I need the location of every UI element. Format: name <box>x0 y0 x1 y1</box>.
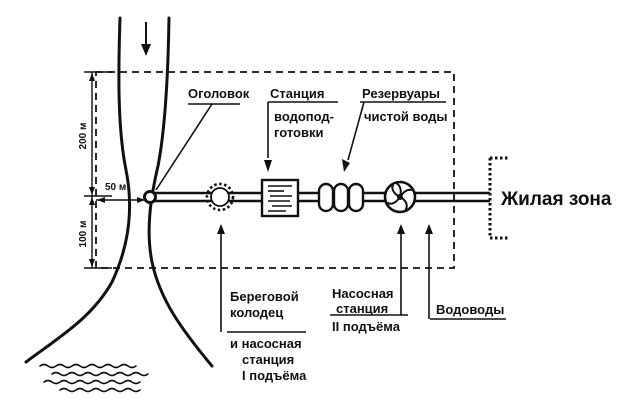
dimension-50m: 50 м <box>105 182 126 193</box>
water-waves-icon <box>39 363 149 393</box>
shore-well-label-line2: колодец <box>230 305 283 320</box>
pump-station-icon <box>383 180 417 214</box>
protection-zone-border <box>95 71 455 269</box>
reservoirs-label-line1: Резервуары <box>362 86 440 101</box>
station-title-label: Станция <box>270 86 324 101</box>
dimension-arrowheads <box>89 73 145 267</box>
residential-zone-label: Жилая зона <box>500 189 612 210</box>
dimension-100m: 100 м <box>78 221 89 248</box>
station-label-line2: готовки <box>274 125 324 140</box>
river-right-bank <box>147 16 214 368</box>
river-left-bank <box>24 16 132 364</box>
pump-station-label-line1: Насосная <box>332 286 394 301</box>
reservoirs-label-line2: чистой воды <box>364 109 447 124</box>
leader-arrowheads <box>217 159 433 234</box>
dimension-200m: 200 м <box>78 123 89 150</box>
shore-well-label-line3: и насосная <box>230 336 302 351</box>
shore-well-label-line4: станция <box>242 352 294 367</box>
reservoirs-icon <box>317 182 365 213</box>
shore-well-label-line5: I подъёма <box>242 368 307 383</box>
treatment-station-icon <box>260 178 300 218</box>
residential-zone-bracket <box>488 156 510 240</box>
dimension-lines <box>84 71 146 269</box>
mains-label: Водоводы <box>436 302 504 317</box>
flow-direction-arrow <box>141 22 151 56</box>
leader-lines <box>155 101 506 333</box>
pump-station-label-line3: II подъёма <box>332 319 401 334</box>
intake-label: Оголовок <box>188 86 250 101</box>
shore-well-label-line1: Береговой <box>230 289 299 304</box>
pump-station-label-line2: станция <box>336 301 388 316</box>
station-label-line1: водопод- <box>274 109 334 124</box>
river <box>24 16 214 368</box>
shore-well-icon <box>205 182 235 212</box>
intake-icon <box>143 190 157 204</box>
